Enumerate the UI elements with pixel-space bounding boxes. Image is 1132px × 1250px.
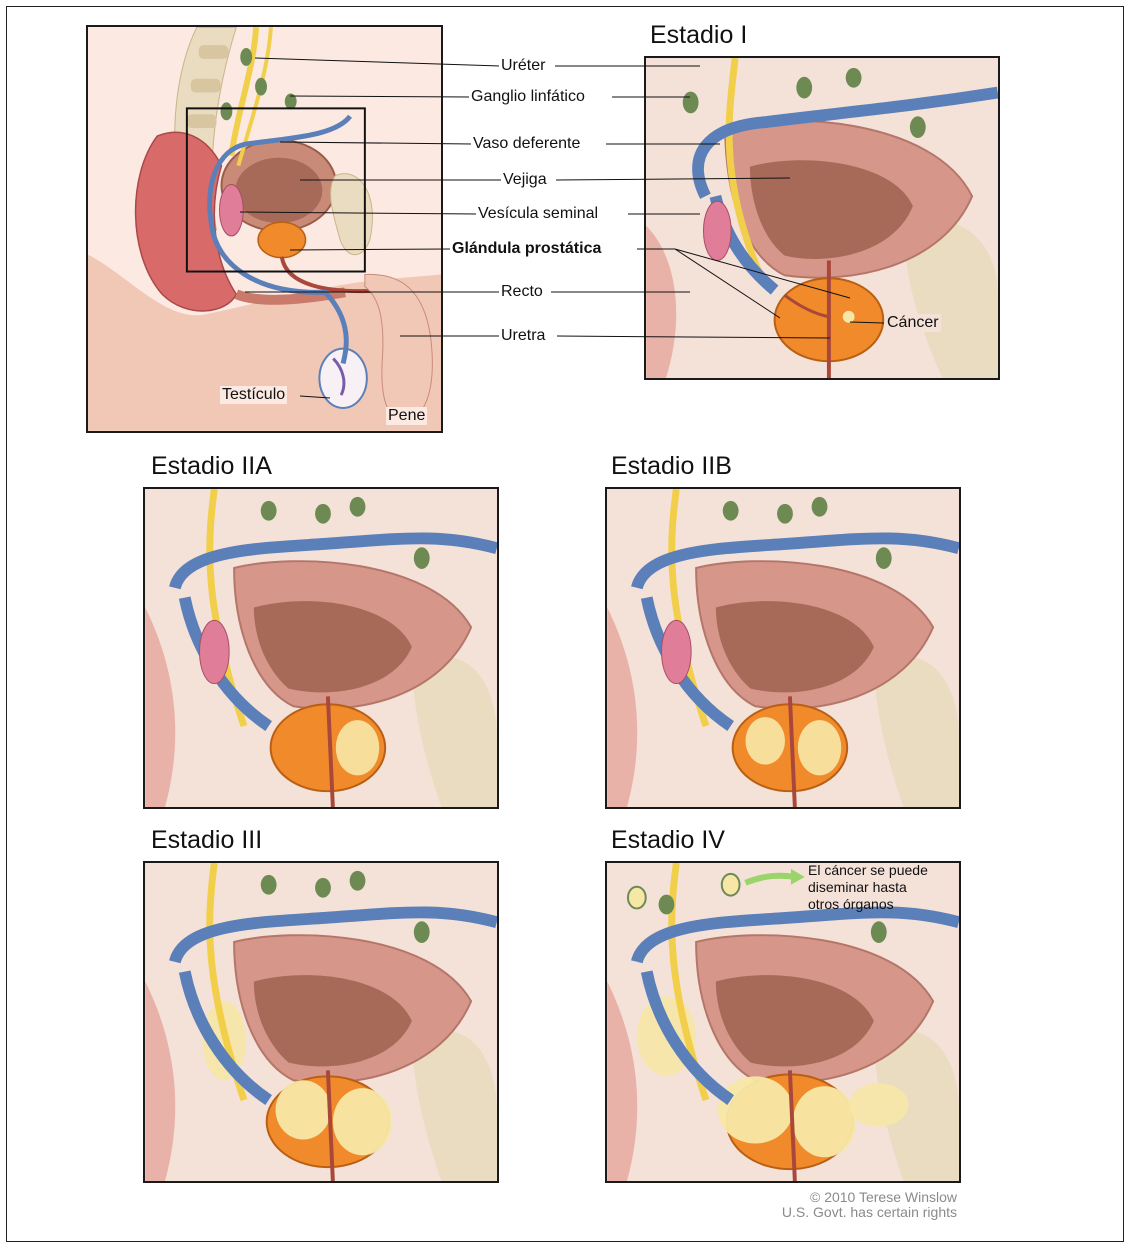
stage-2a-panel: [143, 487, 499, 809]
label-prostate-gland: Glándula prostática: [450, 240, 603, 258]
rights-line: U.S. Govt. has certain rights: [740, 1205, 957, 1220]
overview-anatomy-panel: [86, 25, 443, 433]
metastasis-note-line-2: diseminar hasta: [808, 879, 968, 896]
metastasis-note-line-3: otros órganos: [808, 896, 968, 913]
label-lymph-node: Ganglio linfático: [469, 88, 587, 106]
stage-2b-illustration: [607, 489, 959, 807]
label-cancer: Cáncer: [885, 314, 941, 332]
metastasis-note: El cáncer se puede diseminar hasta otros…: [808, 862, 968, 913]
label-rectum: Recto: [499, 283, 545, 301]
stage-1-title: Estadio I: [650, 21, 747, 50]
stage-2b-panel: [605, 487, 961, 809]
overview-anatomy-illustration: [88, 27, 441, 431]
label-testicle: Testículo: [220, 386, 287, 404]
metastasis-note-line-1: El cáncer se puede: [808, 862, 968, 879]
copyright-line: © 2010 Terese Winslow: [740, 1190, 957, 1205]
stage-3-panel: [143, 861, 499, 1183]
label-vas-deferens: Vaso deferente: [471, 135, 582, 153]
label-seminal-vesicle: Vesícula seminal: [476, 205, 600, 223]
label-ureter: Uréter: [499, 57, 547, 75]
stage-4-title: Estadio IV: [611, 826, 725, 855]
stage-2a-title: Estadio IIA: [151, 452, 272, 481]
stage-3-title: Estadio III: [151, 826, 262, 855]
label-bladder: Vejiga: [501, 171, 549, 189]
stage-2b-title: Estadio IIB: [611, 452, 732, 481]
label-penis: Pene: [386, 407, 427, 425]
stage-3-illustration: [145, 863, 497, 1181]
label-urethra: Uretra: [499, 327, 547, 345]
stage-1-panel: [644, 56, 1000, 380]
stage-2a-illustration: [145, 489, 497, 807]
copyright-credit: © 2010 Terese Winslow U.S. Govt. has cer…: [740, 1190, 957, 1220]
stage-1-illustration: [646, 58, 998, 378]
